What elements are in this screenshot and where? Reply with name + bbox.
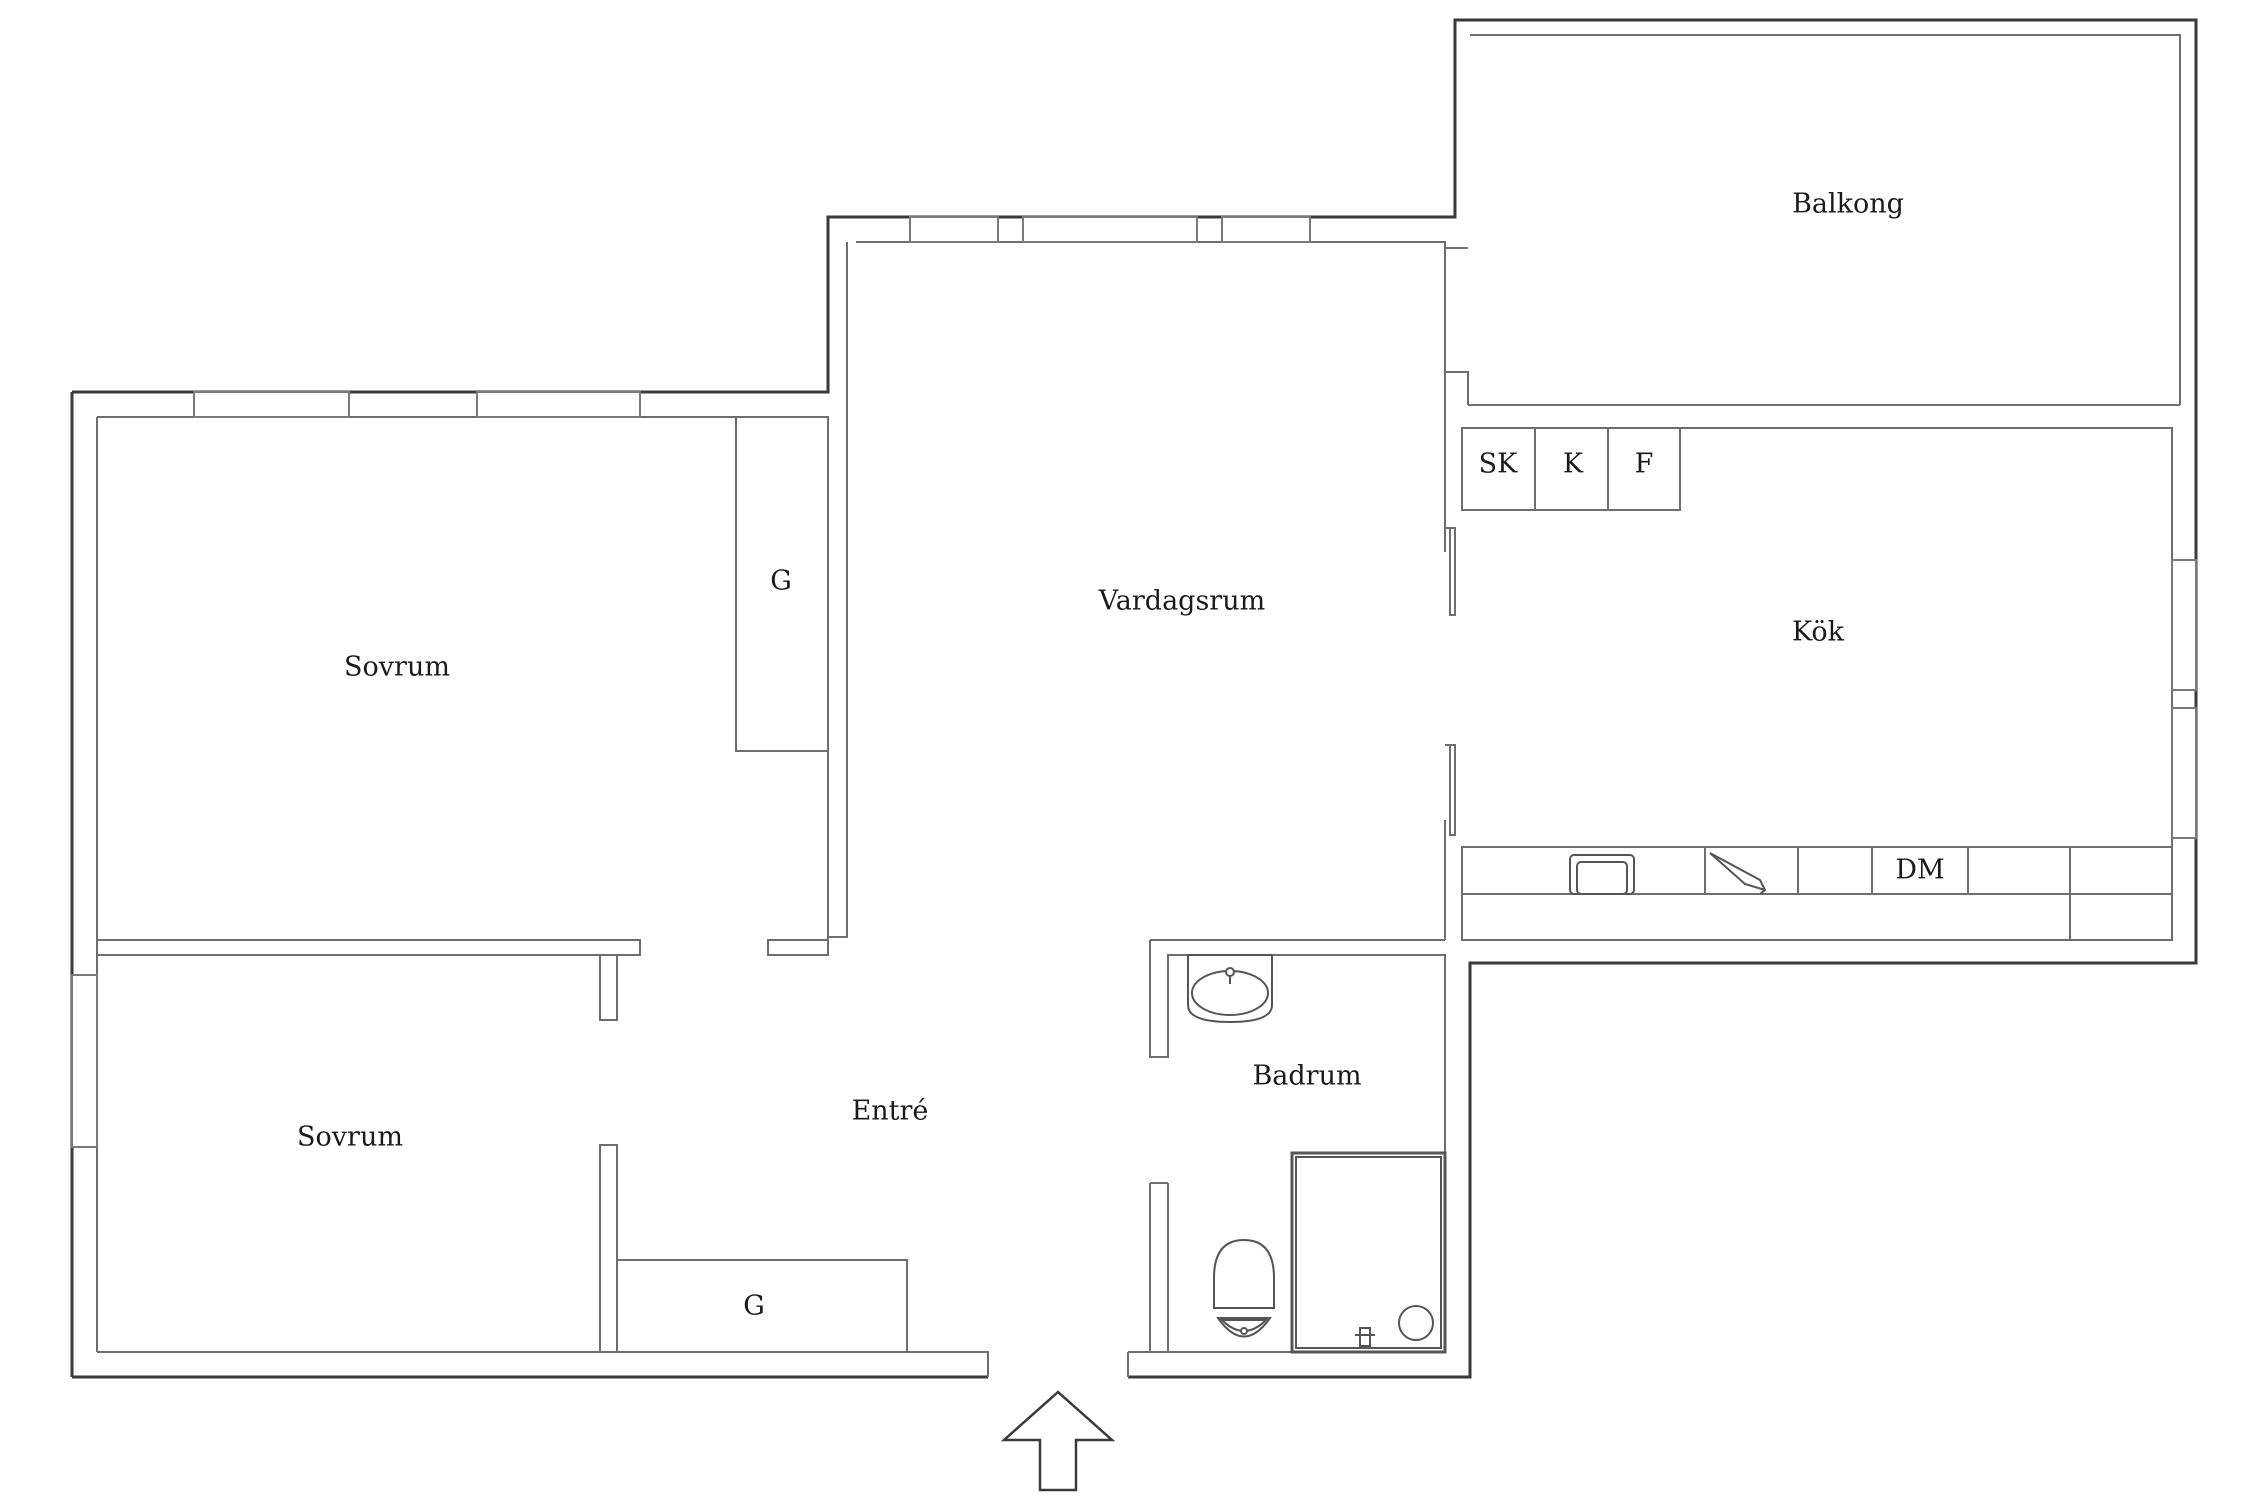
shower-icon bbox=[1290, 1151, 1447, 1354]
kitchen-fixtures bbox=[1461, 427, 2173, 941]
room-label-balkong: Balkong bbox=[1792, 189, 1904, 220]
fridge-label: K bbox=[1563, 449, 1584, 480]
wardrobe-label-hall: G bbox=[743, 1291, 765, 1322]
sink-icon bbox=[1187, 954, 1273, 1024]
stove-icon bbox=[1709, 852, 1767, 895]
interior-walls bbox=[97, 242, 1456, 1377]
window-kitchen-2 bbox=[2171, 707, 2197, 839]
pantry-label: SK bbox=[1479, 449, 1518, 480]
window-living-1 bbox=[909, 216, 999, 243]
wardrobe-bedroom bbox=[735, 416, 829, 752]
window-living-2 bbox=[1022, 216, 1198, 243]
window-living-3 bbox=[1221, 216, 1311, 243]
wardrobe-label-bedroom: G bbox=[770, 566, 792, 597]
window-kitchen-1 bbox=[2171, 559, 2197, 691]
room-label-badrum: Badrum bbox=[1252, 1061, 1361, 1092]
room-label-kok: Kök bbox=[1792, 617, 1845, 648]
room-label-sovrum-lower: Sovrum bbox=[297, 1122, 403, 1153]
window-bedroom-2 bbox=[476, 391, 641, 418]
room-label-entre: Entré bbox=[852, 1096, 929, 1127]
freezer-label: F bbox=[1635, 449, 1654, 480]
room-label-sovrum-upper: Sovrum bbox=[344, 652, 450, 683]
room-labels: Balkong Vardagsrum Kök Sovrum Sovrum Ent… bbox=[297, 189, 1904, 1153]
outer-walls bbox=[70, 18, 2198, 1379]
window-bedroom-1 bbox=[193, 391, 350, 418]
room-label-vardagsrum: Vardagsrum bbox=[1098, 586, 1265, 617]
kitchen-sink-icon bbox=[1569, 854, 1635, 895]
window-bedroom-lower bbox=[71, 974, 98, 1148]
fixture-labels: G G SK K F DM bbox=[743, 449, 1944, 1322]
windows bbox=[71, 216, 2197, 1148]
toilet-icon bbox=[1213, 1238, 1275, 1338]
entrance-arrow-icon bbox=[1000, 1390, 1116, 1492]
dishwasher-label: DM bbox=[1895, 855, 1944, 886]
bathroom-fixtures bbox=[1187, 954, 1447, 1354]
